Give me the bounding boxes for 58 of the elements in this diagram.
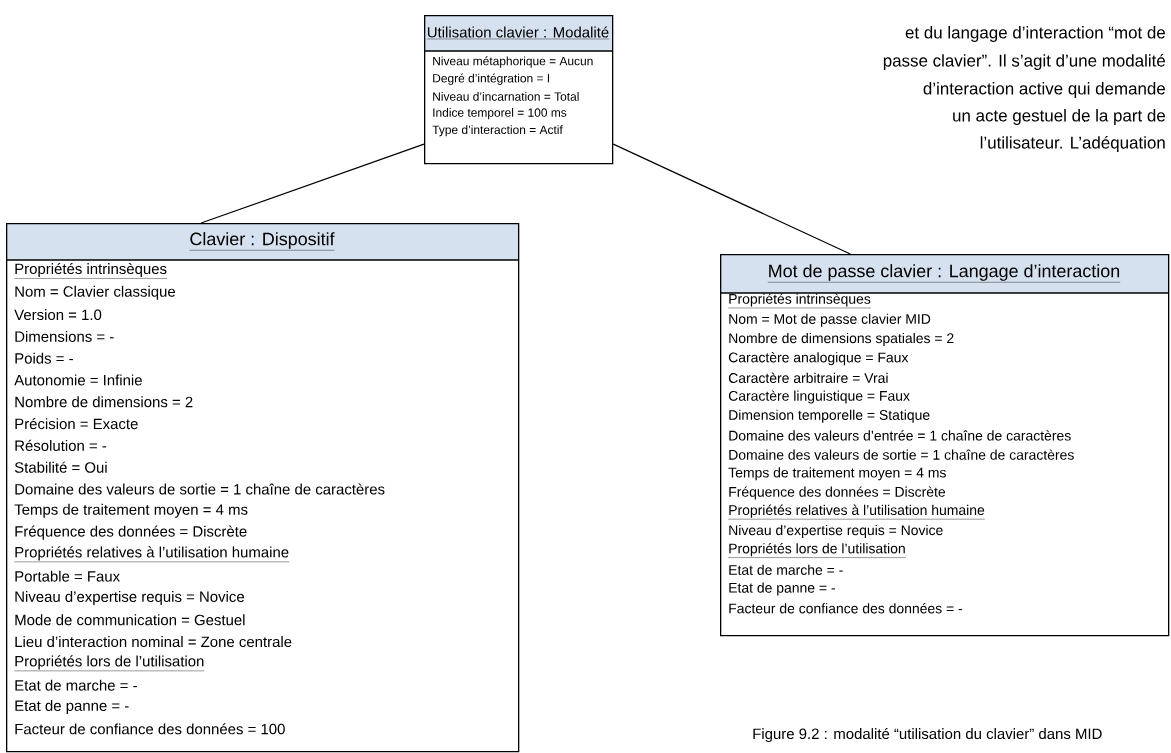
property-line: Dimension temporelle = Statique	[729, 409, 930, 423]
property-line: Indice temporel = 100 ms	[433, 108, 567, 120]
paragraph-line: l’utilisateur. L’adéquation	[980, 136, 1165, 152]
header-title: Utilisation clavier : Modalité	[426, 26, 610, 40]
property-line: Niveau d’incarnation = Total	[433, 92, 579, 101]
property-line: Mode de communication = Gestuel	[15, 614, 245, 626]
property-line: Version = 1.0	[14, 309, 102, 321]
class-box	[423, 15, 614, 165]
property-line: Type d’interaction = Actif	[432, 125, 563, 137]
class-box	[5, 223, 520, 753]
property-line: Domaine des valeurs de sortie = 1 chaîne de caractères	[729, 449, 1074, 460]
paragraph-line: passe clavier”. Il s’agit d’une modalité	[883, 54, 1165, 70]
header-title: Mot de passe clavier : Langage d’interaction	[767, 264, 1121, 283]
section-heading: Propriétés lors de l’utilisation	[728, 543, 906, 558]
property-line: Précision = Exacte	[15, 418, 138, 430]
paragraph-line: un acte gestuel de la part de	[953, 109, 1165, 125]
figure-caption: Figure 9.2 : modalité “utilisation du clavier” dans MID	[753, 727, 1102, 743]
property-line: Nombre de dimensions = 2	[15, 396, 193, 408]
property-line: Nombre de dimensions spatiales = 2	[729, 332, 954, 346]
paragraph-line: d’interaction active qui demande	[923, 82, 1165, 98]
property-line: Poids = -	[15, 352, 73, 364]
property-line: Résolution = -	[15, 439, 107, 451]
class-box	[719, 254, 1170, 637]
paragraph-line: et du langage d’interaction “mot de	[905, 26, 1165, 42]
section-heading: Propriétés intrinsèques	[14, 262, 168, 279]
property-line: Niveau métaphorique = Aucun	[433, 56, 593, 68]
property-line: Nom = Clavier classique	[15, 285, 176, 300]
property-line: Caractère analogique = Faux	[728, 352, 909, 366]
property-line: Niveau d’expertise requis = Novice	[729, 524, 943, 538]
section-heading: Propriétés lors de l’utilisation	[14, 655, 205, 672]
property-line: Facteur de confiance des données = 100	[15, 723, 285, 735]
property-line: Etat de marche = -	[729, 564, 843, 575]
property-line: Niveau d’expertise requis = Novice	[15, 591, 244, 605]
property-line: Etat de panne = -	[15, 700, 129, 714]
property-line: Nom = Mot de passe clavier MID	[729, 313, 931, 327]
property-line: Etat de marche = -	[15, 679, 137, 691]
section-heading: Propriétés relatives à l’utilisation humaine	[14, 546, 290, 563]
property-line: Caractère linguistique = Faux	[728, 390, 910, 404]
property-line: Domaine des valeurs de sortie = 1 chaîne de caractères	[15, 483, 385, 495]
property-line: Fréquence des données = Discrète	[15, 525, 247, 540]
property-line: Dimensions = -	[15, 330, 114, 342]
property-line: Lieu d’interaction nominal = Zone centrale	[15, 636, 292, 648]
property-line: Domaine des valeurs d’entrée = 1 chaîne de caractères	[729, 430, 1071, 441]
property-line: Degré d’intégration = I	[433, 73, 550, 85]
property-line: Etat de panne = -	[729, 582, 835, 596]
property-line: Facteur de confiance des données = -	[729, 603, 963, 614]
property-line: Caractère arbitraire = Vrai	[728, 372, 888, 383]
property-line: Temps de traitement moyen = 4 ms	[14, 503, 248, 518]
section-heading: Propriétés relatives à l’utilisation humaine	[728, 504, 985, 520]
property-line: Stabilité = Oui	[14, 461, 107, 473]
property-line: Temps de traitement moyen = 4 ms	[728, 467, 946, 481]
property-line: Portable = Faux	[15, 570, 120, 582]
header-title: Clavier : Dispositif	[189, 232, 335, 251]
property-line: Autonomie = Infinie	[14, 374, 142, 386]
section-heading: Propriétés intrinsèques	[728, 293, 872, 309]
property-line: Fréquence des données = Discrète	[729, 486, 946, 500]
connector-line	[612, 143, 851, 255]
connector-line	[200, 143, 425, 224]
